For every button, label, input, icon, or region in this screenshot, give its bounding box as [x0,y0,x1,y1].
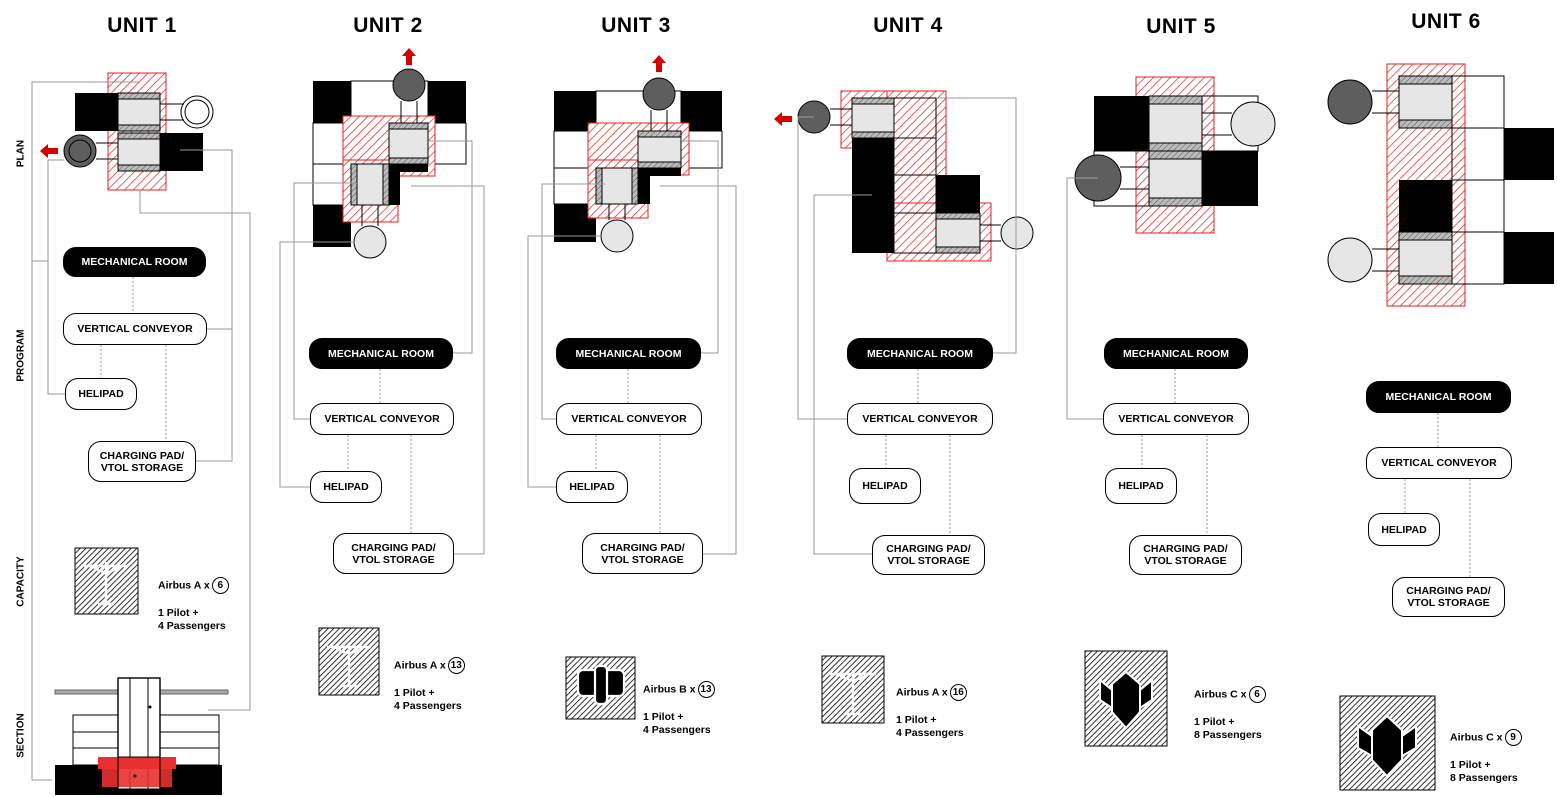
unit-6-title: UNIT 6 [1411,10,1481,33]
unit-6-mechanical-room: MECHANICAL ROOM [1366,381,1511,413]
unit-4-count: 16 [949,684,967,701]
unit-4-plan [774,90,1034,555]
unit-4-helipad: HELIPAD [849,468,921,504]
unit-3-helipad: HELIPAD [556,471,628,503]
unit-2-charging-pad: CHARGING PAD/ VTOL STORAGE [333,533,454,574]
unit-5-crew: 1 Pilot + 8 Passengers [1194,716,1262,741]
unit-3-crew: 1 Pilot + 4 Passengers [643,711,711,736]
unit-5-charging-pad: CHARGING PAD/ VTOL STORAGE [1129,535,1242,575]
unit-3-mechanical-room: MECHANICAL ROOM [556,338,701,369]
unit-3-plan [527,55,737,555]
unit-2-vertical-conveyor: VERTICAL CONVEYOR [310,403,454,435]
row-label-capacity: CAPACITY [15,556,27,607]
row-label-program: PROGRAM [15,329,27,382]
unit-2-aircraft: Airbus A [394,659,437,672]
unit-5-title: UNIT 5 [1146,15,1216,38]
unit-5-helipad: HELIPAD [1105,468,1177,504]
unit-1-count: 6 [211,577,229,594]
unit-6-count: 9 [1504,729,1522,746]
unit-3-vertical-conveyor: VERTICAL CONVEYOR [556,403,702,435]
unit-1-crew: 1 Pilot + 4 Passengers [158,607,226,632]
unit-4-mechanical-room: MECHANICAL ROOM [847,338,993,369]
unit-3-aircraft: Airbus B [643,683,687,696]
row-label-plan: PLAN [15,139,27,168]
unit-1-section [54,677,229,795]
unit-5-aircraft: Airbus C [1194,688,1238,701]
unit-2-mechanical-room: MECHANICAL ROOM [309,338,453,369]
unit-4-crew: 1 Pilot + 4 Passengers [896,714,964,739]
unit-3-count: 13 [697,681,715,698]
unit-6-aircraft: Airbus C [1450,731,1494,744]
unit-1-helipad: HELIPAD [65,378,137,410]
unit-6-vertical-conveyor: VERTICAL CONVEYOR [1366,447,1512,479]
unit-4-aircraft: Airbus A [896,686,939,699]
unit-3-charging-pad: CHARGING PAD/ VTOL STORAGE [582,533,703,574]
unit-4-charging-pad: CHARGING PAD/ VTOL STORAGE [872,535,985,575]
unit-4-title: UNIT 4 [873,14,943,37]
unit-5-count: 6 [1248,686,1266,703]
unit-6-helipad: HELIPAD [1368,513,1440,546]
row-label-section: SECTION [15,713,27,758]
unit-2-plan [279,48,485,555]
unit-5-mechanical-room: MECHANICAL ROOM [1104,338,1248,369]
unit-6-plan [1327,63,1554,577]
unit-2-helipad: HELIPAD [310,471,382,503]
unit-1-charging-pad: CHARGING PAD/ VTOL STORAGE [88,441,196,482]
unit-1-plan [31,72,251,781]
unit-5-vertical-conveyor: VERTICAL CONVEYOR [1103,403,1249,435]
unit-3-title: UNIT 3 [601,14,671,37]
unit-4-vertical-conveyor: VERTICAL CONVEYOR [847,403,993,435]
unit-2-title: UNIT 2 [353,14,423,37]
unit-5-plan [1066,76,1276,535]
unit-6-charging-pad: CHARGING PAD/ VTOL STORAGE [1392,577,1505,617]
unit-1-vertical-conveyor: VERTICAL CONVEYOR [63,313,207,345]
unit-1-aircraft: Airbus A [158,579,201,592]
unit-6-crew: 1 Pilot + 8 Passengers [1450,759,1518,784]
unit-2-crew: 1 Pilot + 4 Passengers [394,687,462,712]
unit-1-title: UNIT 1 [107,14,177,37]
unit-1-mechanical-room: MECHANICAL ROOM [63,247,206,277]
unit-2-count: 13 [447,657,465,674]
